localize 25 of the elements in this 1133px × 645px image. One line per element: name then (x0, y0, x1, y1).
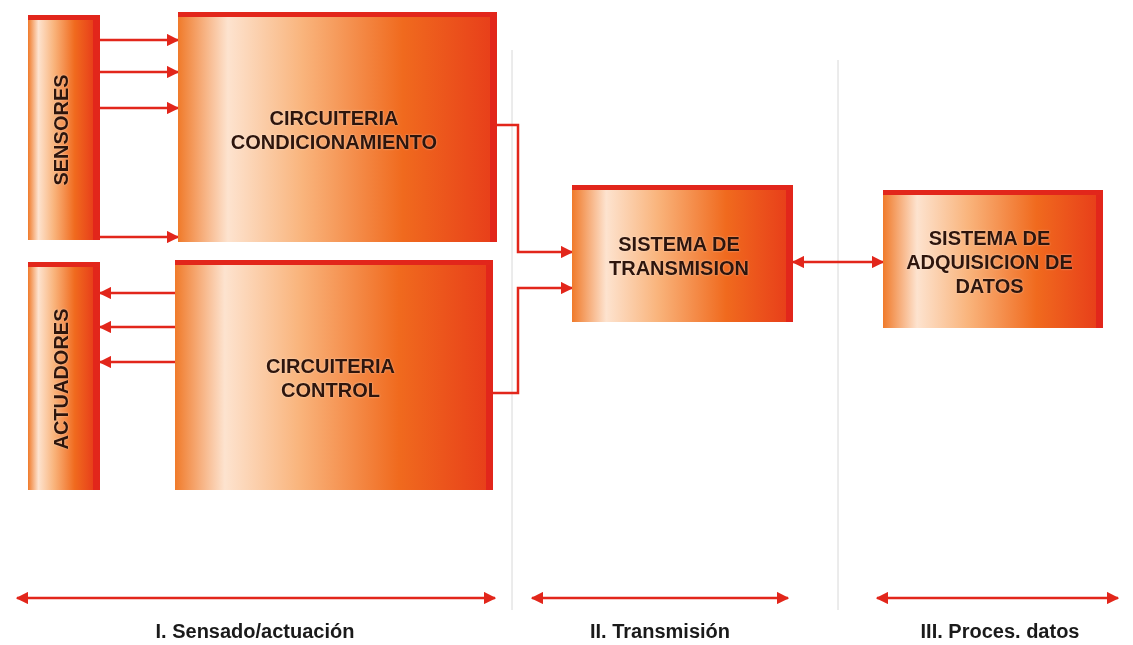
section-label: II. Transmisión (590, 620, 730, 643)
box-label: SISTEMA DE TRANSMISION (608, 232, 750, 280)
process-box (178, 12, 497, 242)
process-box (572, 185, 793, 322)
box-label: SENSORES (48, 74, 73, 186)
section-label: III. Proces. datos (920, 620, 1080, 643)
arrow (100, 65, 180, 79)
box-label: CIRCUITERIA CONDICIONAMIENTO (229, 105, 439, 154)
box-label: SISTEMA DE ADQUISICION DE DATOS (905, 225, 1074, 298)
process-box (883, 190, 1103, 328)
arrow (98, 320, 175, 334)
box-label: ACTUADORES (48, 307, 73, 450)
process-box (175, 260, 493, 490)
arrow (100, 230, 180, 244)
arrow (98, 355, 175, 369)
arrow (98, 286, 175, 300)
arrow (497, 123, 574, 259)
box-label: CIRCUITERIA CONTROL (265, 353, 396, 402)
arrow (100, 101, 180, 115)
arrow (791, 255, 885, 269)
arrow (100, 33, 180, 47)
vertical-box (28, 262, 100, 490)
section-label: I. Sensado/actuación (155, 620, 355, 643)
arrow (493, 281, 574, 395)
vertical-box (28, 15, 100, 240)
